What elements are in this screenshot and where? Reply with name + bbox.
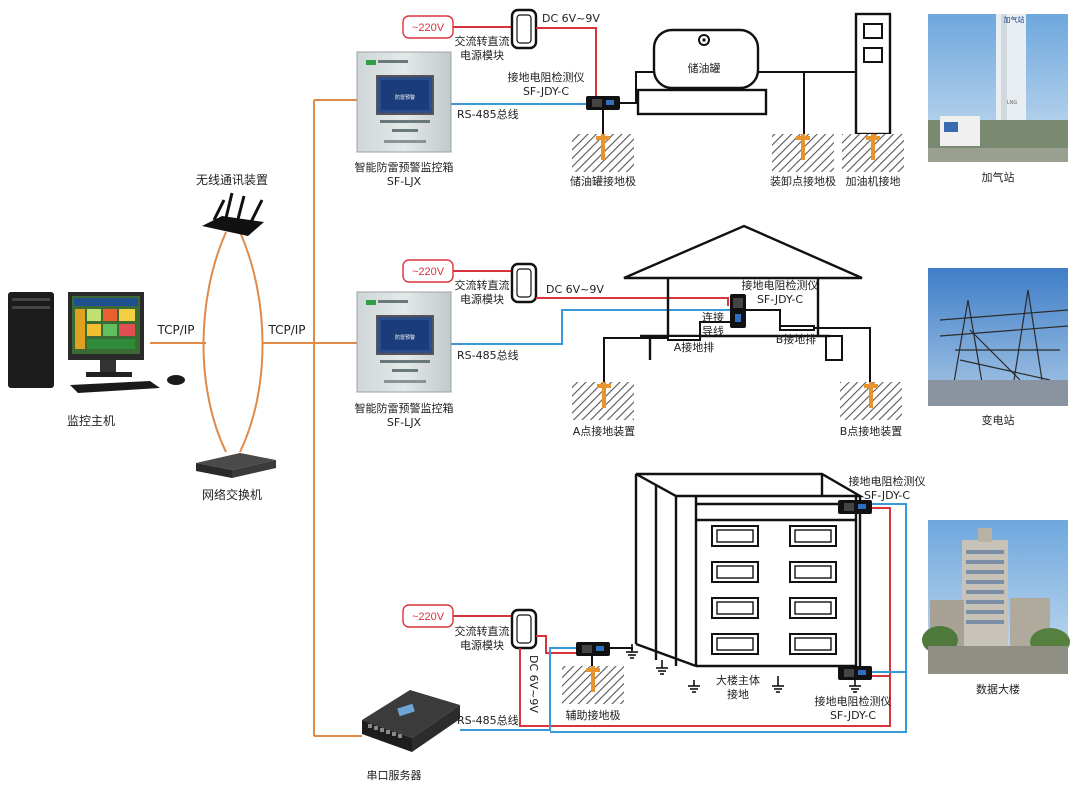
oil-tank-label: 储油罐 [688,61,721,75]
detector-icon[interactable] [576,642,610,656]
a-bar-label: A接地排 [674,340,715,354]
substation-photo [928,268,1069,407]
monitor-host-label: 监控主机 [67,414,115,428]
voltage-label-2: ~220V [412,266,445,278]
power-module-icon [510,262,538,304]
acdc-label-1b: 电源模块 [460,48,504,62]
detector-icon[interactable] [730,294,746,328]
monitor-box-name-1: 智能防雷预警监控箱 [355,160,454,174]
wireless-label: 无线通讯装置 [196,173,268,187]
acdc-label-3a: 交流转直流 [455,624,510,638]
detector-icon[interactable] [838,666,872,680]
dc-label-2: DC 6V~9V [546,283,604,296]
router-icon [202,192,264,236]
fuel-machine-ground-label: 加油机接地 [846,174,901,188]
tcpip-label-left: TCP/IP [156,323,194,337]
aux-ground-label: 辅助接地极 [566,708,621,722]
rs485-label-2: RS-485总线 [457,348,519,362]
switch-icon [196,453,276,478]
acdc-label-2a: 交流转直流 [455,278,510,292]
building-ground-label-b: 接地 [727,688,749,701]
gas-sign: 加气站 [1004,15,1025,24]
building-frame [634,472,865,668]
monitor-box-2[interactable]: 防雷预警 智能防雷预警监控箱 SF-LJX [355,291,454,429]
detector-model-3: SF-JDY-C [864,489,910,502]
fuel-machine [854,12,892,136]
b-ground-label: B点接地装置 [840,425,903,438]
monitor-box-name-2: 智能防雷预警监控箱 [355,401,454,415]
acdc-label-2b: 电源模块 [460,292,504,306]
detector-model-1: SF-JDY-C [523,85,569,98]
monitor-box-model-2: SF-LJX [387,416,422,429]
dc-label-1: DC 6V~9V [542,12,600,25]
data-building-photo [922,520,1070,674]
detector-model-2: SF-JDY-C [757,293,803,306]
oil-tank: 储油罐 [636,28,768,116]
serial-server[interactable]: 串口服务器 [362,690,460,782]
monitor-box-1[interactable]: 防雷预警 智能防雷预警监控箱 SF-LJX [355,51,454,188]
screen-brand-2: 防雷预警 [395,334,415,341]
oil-tank-ground-label: 储油罐接地极 [570,174,636,188]
voltage-label-3: ~220V [412,611,445,623]
gas-station-label: 加气站 [982,170,1015,184]
screen-brand-1: 防雷预警 [395,94,415,101]
unload-ground-label: 装卸点接地极 [770,174,836,188]
lng-sign: LNG [1007,100,1018,106]
power-module-icon [510,8,538,50]
data-building-label: 数据大楼 [976,682,1020,696]
row-substation: ~220V 交流转直流 电源模块 DC 6V~9V 防雷预警 智能防雷预警监控箱… [355,224,1069,438]
detector-name-3: 接地电阻检测仪 [849,474,926,488]
network-switch[interactable]: 网络交换机 [196,453,276,502]
voltage-label-1: ~220V [412,22,445,34]
acdc-label-3b: 电源模块 [460,638,504,652]
detector-name-2: 接地电阻检测仪 [742,278,819,292]
rs485-label-3: RS-485总线 [457,713,519,727]
ground-rod-icon [572,134,904,172]
connect-label-a: 连接 [702,311,724,324]
gas-station-photo: 加气站 LNG [928,14,1068,162]
network-trunk [150,99,362,737]
substation-label: 变电站 [982,413,1015,427]
serial-server-label: 串口服务器 [367,769,422,782]
switch-label: 网络交换机 [202,487,262,502]
detector-model-4: SF-JDY-C [830,709,876,722]
dc-label-vertical: DC 6V~9V [527,655,540,713]
acdc-label-1a: 交流转直流 [455,34,510,48]
b-bar-label: B接地排 [776,332,817,346]
row-gas-station: ~220V 交流转直流 电源模块 DC 6V~9V 防雷预警 智能防雷预警监控箱… [355,8,1068,188]
ground-symbol-icon [626,644,861,693]
ground-rod-icon [562,666,624,704]
rs485-label-1: RS-485总线 [457,107,519,121]
monitor-box-icon: 防雷预警 [356,51,452,153]
detector-name-1: 接地电阻检测仪 [508,70,585,84]
wireless-device[interactable]: 无线通讯装置 [196,173,268,236]
detector-name-4: 接地电阻检测仪 [815,694,892,708]
row-data-building: ~220V 交流转直流 电源模块 DC 6V~9V RS-485总线 [402,472,1070,733]
building-ground-label-a: 大楼主体 [716,673,760,687]
a-ground-label: A点接地装置 [573,425,636,438]
computer-icon [8,292,185,393]
monitor-box-model-1: SF-LJX [387,175,422,188]
tcpip-label-right: TCP/IP [267,323,305,337]
monitor-box-icon: 防雷预警 [356,291,452,393]
power-module-icon [510,608,538,650]
ground-rod-icon [572,382,902,420]
detector-icon[interactable] [586,96,620,110]
building-windows [711,525,837,655]
serial-server-icon [362,690,460,752]
substation-house [623,224,863,361]
detector-icon[interactable] [838,500,872,514]
connect-label-b: 导线 [702,324,724,338]
monitor-host[interactable]: 监控主机 [8,292,185,428]
